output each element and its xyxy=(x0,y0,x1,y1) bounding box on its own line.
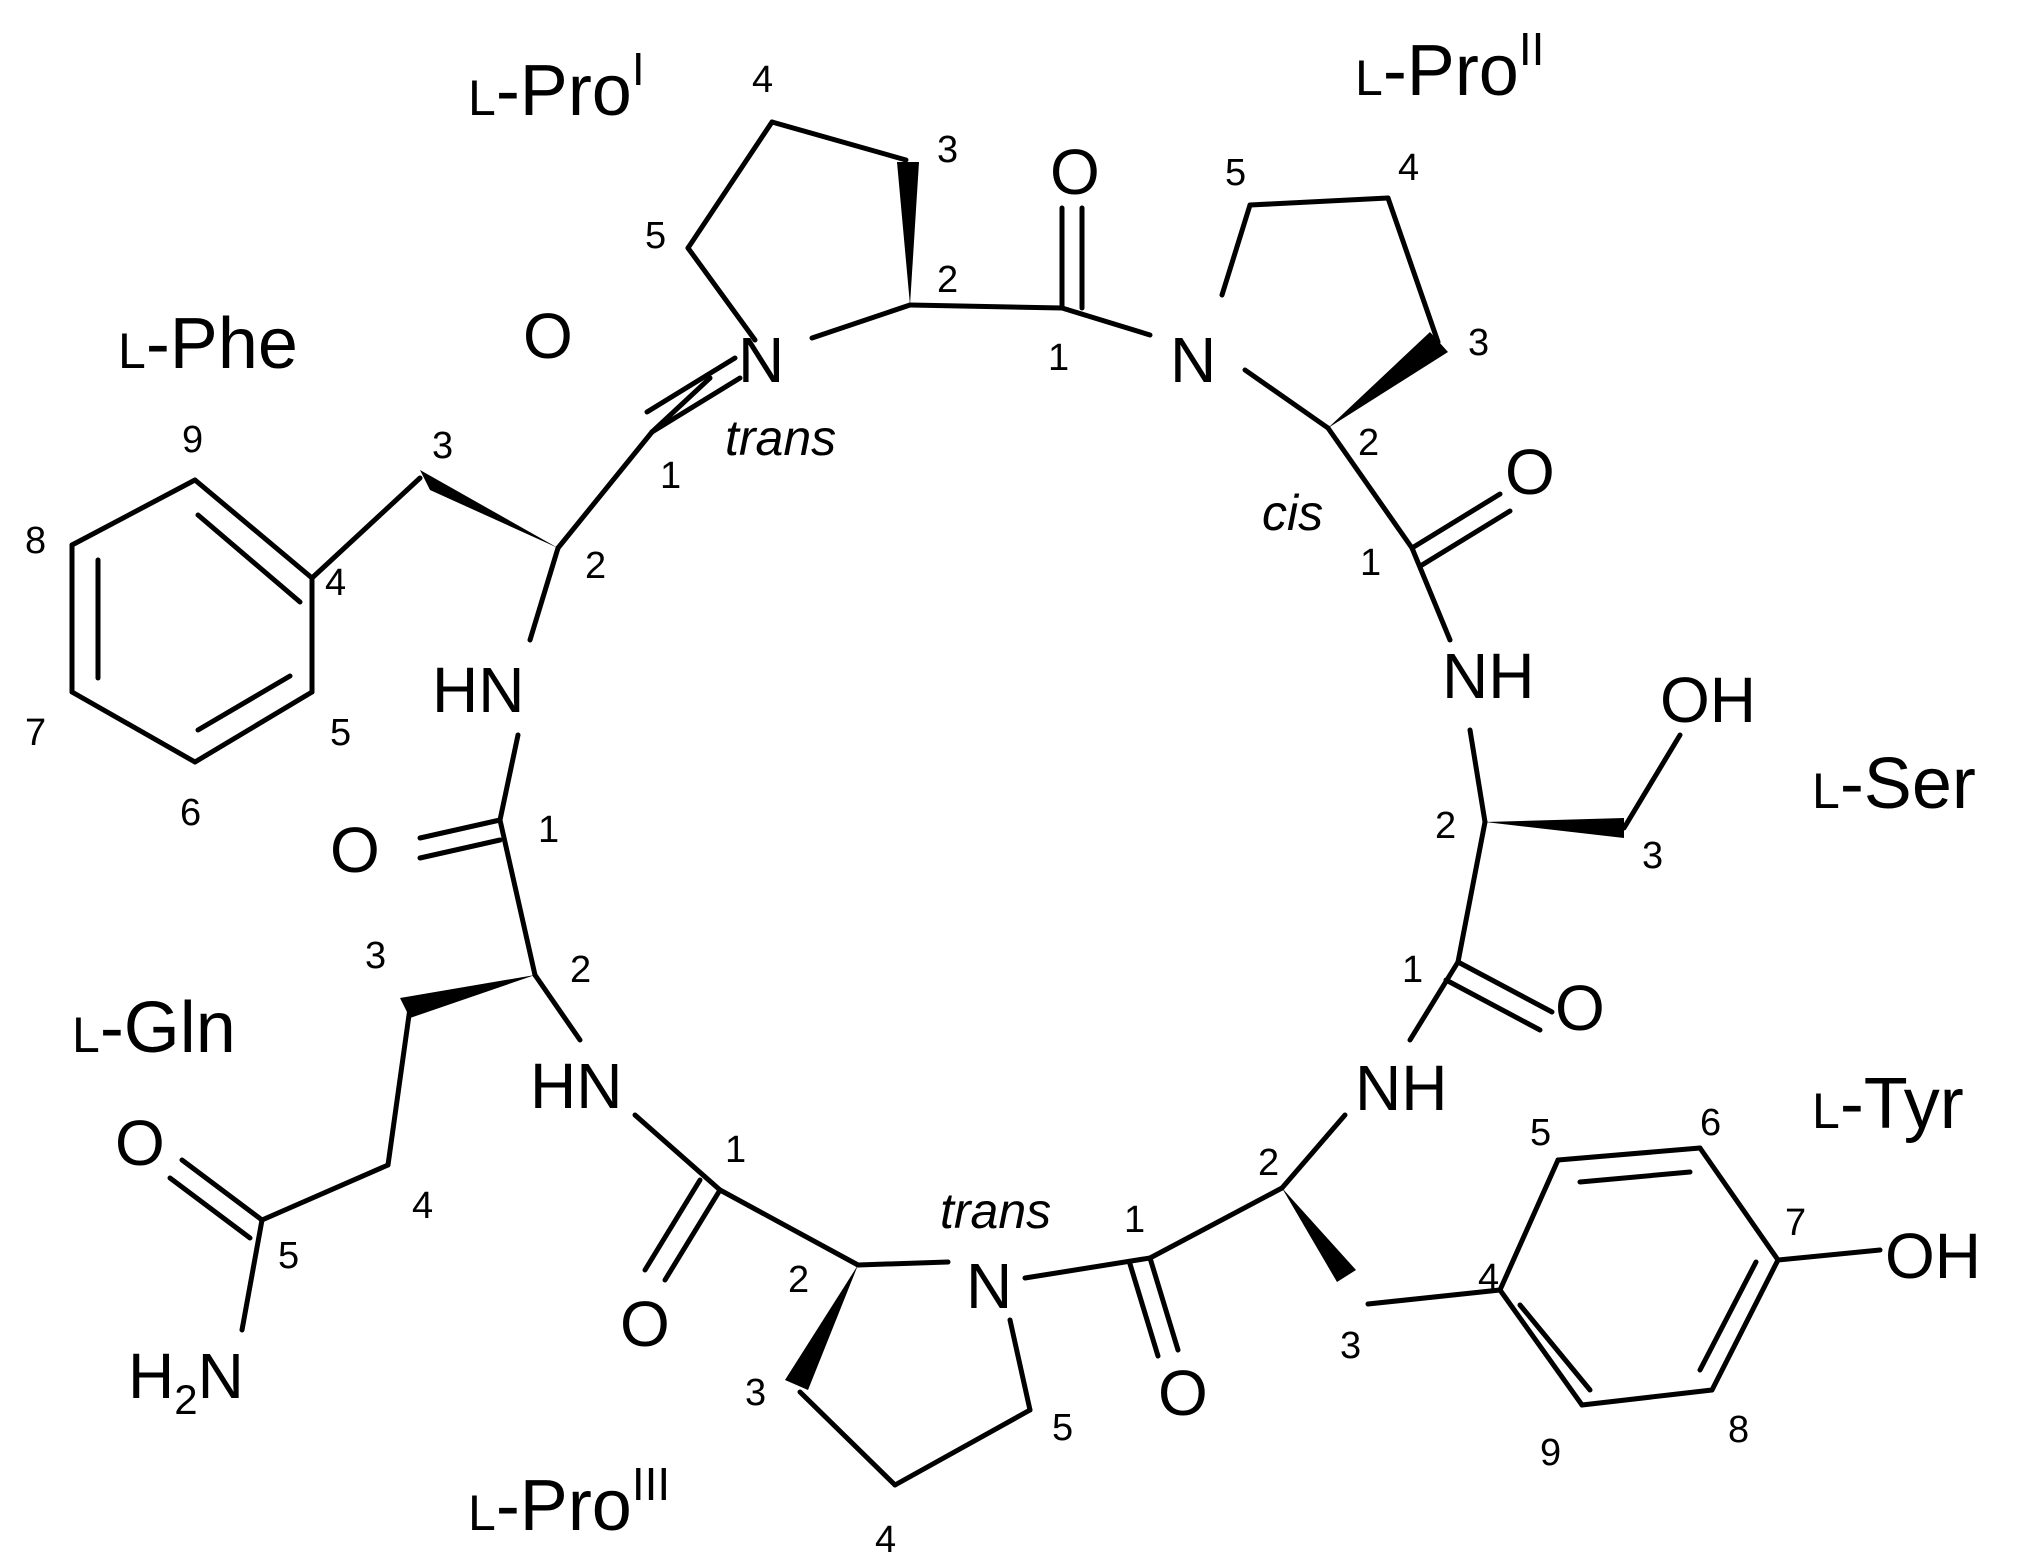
atom-labels: N N N O O O O O O O O HN HN NH NH OH OH … xyxy=(115,136,1981,1429)
position-numbers: 4 3 5 2 1 5 4 3 2 1 3 2 1 9 8 4 7 5 6 1 … xyxy=(25,59,1806,1561)
atom-oh-ser: OH xyxy=(1660,664,1756,736)
stereo-wedges xyxy=(400,162,1624,1390)
num-tyr-9: 9 xyxy=(1540,1432,1561,1474)
num-pro1-3: 3 xyxy=(937,129,958,171)
num-tyr-4: 4 xyxy=(1478,1257,1499,1299)
num-pro2-3: 3 xyxy=(1468,322,1489,364)
residue-label-tyr: L-Tyr xyxy=(1812,1064,1964,1144)
num-tyr-1: 1 xyxy=(1124,1199,1145,1241)
num-ser-2: 2 xyxy=(1435,805,1456,847)
atom-hn-phe: HN xyxy=(432,654,524,726)
atom-n-pro1: N xyxy=(738,324,784,396)
num-phe-7: 7 xyxy=(25,712,46,754)
num-pro1-1: 1 xyxy=(1048,337,1069,379)
num-pro2-1: 1 xyxy=(1360,542,1381,584)
atom-o-gln: O xyxy=(330,814,380,886)
residue-label-phe: L-Phe xyxy=(118,304,298,384)
num-pro2-2: 2 xyxy=(1358,422,1379,464)
num-tyr-2: 2 xyxy=(1258,1142,1279,1184)
num-tyr-3: 3 xyxy=(1340,1325,1361,1367)
num-ser-3: 3 xyxy=(1642,835,1663,877)
num-gln-3: 3 xyxy=(365,935,386,977)
atom-oh-tyr: OH xyxy=(1885,1220,1981,1292)
num-tyr-5: 5 xyxy=(1530,1112,1551,1154)
num-pro3-3: 3 xyxy=(745,1372,766,1414)
num-phe-2: 2 xyxy=(585,545,606,587)
num-gln-4: 4 xyxy=(412,1185,433,1227)
num-pro3-1: 1 xyxy=(725,1129,746,1171)
num-pro3-4: 4 xyxy=(875,1519,896,1561)
conformation-labels: trans cis trans xyxy=(725,410,1323,1239)
residue-label-pro3: L-ProIII xyxy=(468,1458,670,1546)
num-ser-1: 1 xyxy=(1402,949,1423,991)
num-pro2-5: 5 xyxy=(1225,152,1246,194)
num-phe-6: 6 xyxy=(180,792,201,834)
num-pro1-5: 5 xyxy=(645,215,666,257)
atom-o-tyr: O xyxy=(1158,1357,1208,1429)
residue-label-ser: L-Ser xyxy=(1812,744,1976,824)
num-pro1-2: 2 xyxy=(937,259,958,301)
residue-label-pro1: L-ProI xyxy=(468,43,645,131)
conf-pro2: cis xyxy=(1262,485,1323,541)
atom-o-ser: O xyxy=(1555,972,1605,1044)
num-tyr-6: 6 xyxy=(1700,1102,1721,1144)
num-phe-1: 1 xyxy=(660,455,681,497)
num-pro1-4: 4 xyxy=(752,59,773,101)
num-pro3-2: 2 xyxy=(788,1259,809,1301)
num-phe-9: 9 xyxy=(182,419,203,461)
bond-lines xyxy=(69,119,1883,1488)
num-gln-1: 1 xyxy=(538,809,559,851)
atom-n-pro2: N xyxy=(1170,324,1216,396)
atom-o-pro1: O xyxy=(1050,136,1100,208)
atom-nh-tyr: NH xyxy=(1355,1052,1447,1124)
atom-o-gln-sidechain: O xyxy=(115,1107,165,1179)
atom-o-pro2: O xyxy=(1505,436,1555,508)
residue-label-gln: L-Gln xyxy=(72,988,236,1068)
num-phe-5: 5 xyxy=(330,712,351,754)
conf-pro1: trans xyxy=(725,410,836,466)
atom-nh-ser: NH xyxy=(1442,640,1534,712)
conf-pro3: trans xyxy=(940,1183,1051,1239)
num-gln-5: 5 xyxy=(278,1235,299,1277)
atom-n-pro3: N xyxy=(966,1250,1012,1322)
atom-o-phe: O xyxy=(523,300,573,372)
num-tyr-7: 7 xyxy=(1785,1202,1806,1244)
num-gln-2: 2 xyxy=(570,949,591,991)
atom-h2n-gln: H2N xyxy=(128,1340,244,1423)
num-pro2-4: 4 xyxy=(1398,147,1419,189)
residue-labels: L-ProI L-ProII L-Phe L-Ser L-Gln L-Tyr L… xyxy=(72,23,1976,1546)
num-pro3-5: 5 xyxy=(1052,1407,1073,1449)
atom-o-pro3: O xyxy=(620,1288,670,1360)
num-tyr-8: 8 xyxy=(1728,1409,1749,1451)
residue-label-pro2: L-ProII xyxy=(1355,23,1544,111)
atom-hn-gln: HN xyxy=(530,1050,622,1122)
num-phe-4: 4 xyxy=(325,562,346,604)
num-phe-8: 8 xyxy=(25,520,46,562)
num-phe-3: 3 xyxy=(432,425,453,467)
